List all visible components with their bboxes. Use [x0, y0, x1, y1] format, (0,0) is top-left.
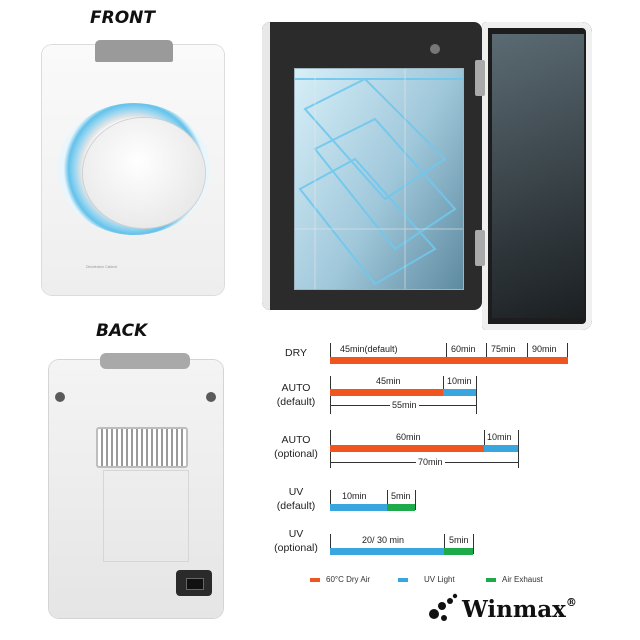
legend-dry-air: 60°C Dry Air	[326, 575, 371, 584]
uv-glow-lines	[295, 69, 463, 289]
hinge-bottom-icon	[475, 230, 485, 266]
dry-seg-60: 60min	[451, 344, 476, 354]
tick	[330, 490, 331, 510]
auto-default-total: 55min	[390, 400, 419, 410]
legend-uv-light: UV Light	[424, 575, 455, 584]
tick	[330, 534, 331, 554]
auto-optional-seg-60: 60min	[396, 432, 421, 442]
mode-label-auto-optional: AUTO (optional)	[274, 434, 318, 460]
tick	[444, 534, 445, 554]
back-screw-right	[206, 392, 216, 402]
tick	[567, 343, 568, 357]
winmax-logo-icon	[429, 593, 458, 621]
auto-default-seg-45: 45min	[376, 376, 401, 386]
dry-seg-75: 75min	[491, 344, 516, 354]
auto-default-seg-10: 10min	[447, 376, 472, 386]
auto-default-uv-bar	[443, 389, 476, 396]
auto-optional-dry-bar	[330, 445, 484, 452]
uv-default-uv-bar	[330, 504, 387, 511]
uv-optional-seg-20: 20/ 30 min	[362, 535, 405, 545]
front-heading: FRONT	[90, 8, 155, 28]
back-top-handle	[100, 353, 190, 369]
tick	[473, 534, 474, 554]
tick	[443, 376, 444, 394]
auto-optional-total: 70min	[416, 457, 445, 467]
cabinet-interior	[294, 68, 464, 290]
uv-default-seg-5: 5min	[391, 491, 411, 501]
tick	[415, 490, 416, 510]
legend-air-exhaust: Air Exhaust	[502, 575, 543, 584]
uv-default-seg-10: 10min	[342, 491, 367, 501]
auto-optional-uv-bar	[484, 445, 518, 452]
back-panel	[103, 470, 189, 562]
uv-optional-exhaust-bar	[444, 548, 473, 555]
brand-name: Winmax®	[462, 596, 577, 623]
tick	[446, 343, 447, 357]
mode-label-auto-default: AUTO (default)	[276, 382, 316, 408]
legend-swatch-uv-light	[398, 578, 408, 582]
mode-label-uv-optional: UV (optional)	[274, 528, 318, 554]
mode-label-dry: DRY	[285, 347, 307, 359]
mode-label-uv-default: UV (default)	[276, 486, 316, 512]
back-screw-left	[55, 392, 65, 402]
front-tag: Disinfection Cabinet	[86, 265, 118, 269]
hinge-top-icon	[475, 60, 485, 96]
auto-optional-seg-10: 10min	[487, 432, 512, 442]
uv-optional-seg-5: 5min	[449, 535, 469, 545]
uv-optional-uv-bar	[330, 548, 444, 555]
tick	[330, 343, 331, 357]
tick	[527, 343, 528, 357]
tick	[484, 430, 485, 452]
legend-swatch-dry-air	[310, 578, 320, 582]
legend-swatch-air-exhaust	[486, 578, 496, 582]
front-disc	[83, 118, 205, 228]
dry-bar	[330, 357, 568, 364]
back-vent-grille	[96, 427, 188, 468]
cabinet-lock-icon	[430, 44, 440, 54]
auto-default-dry-bar	[330, 389, 443, 396]
dry-seg-90: 90min	[532, 344, 557, 354]
tick	[387, 490, 388, 510]
door-interior	[492, 34, 584, 318]
back-heading: BACK	[96, 321, 148, 341]
front-top-handle	[95, 40, 173, 62]
uv-default-exhaust-bar	[387, 504, 415, 511]
power-socket-icon	[176, 570, 212, 596]
tick	[518, 430, 519, 468]
tick	[476, 376, 477, 414]
tick	[486, 343, 487, 357]
dry-seg-45: 45min(default)	[340, 344, 398, 354]
